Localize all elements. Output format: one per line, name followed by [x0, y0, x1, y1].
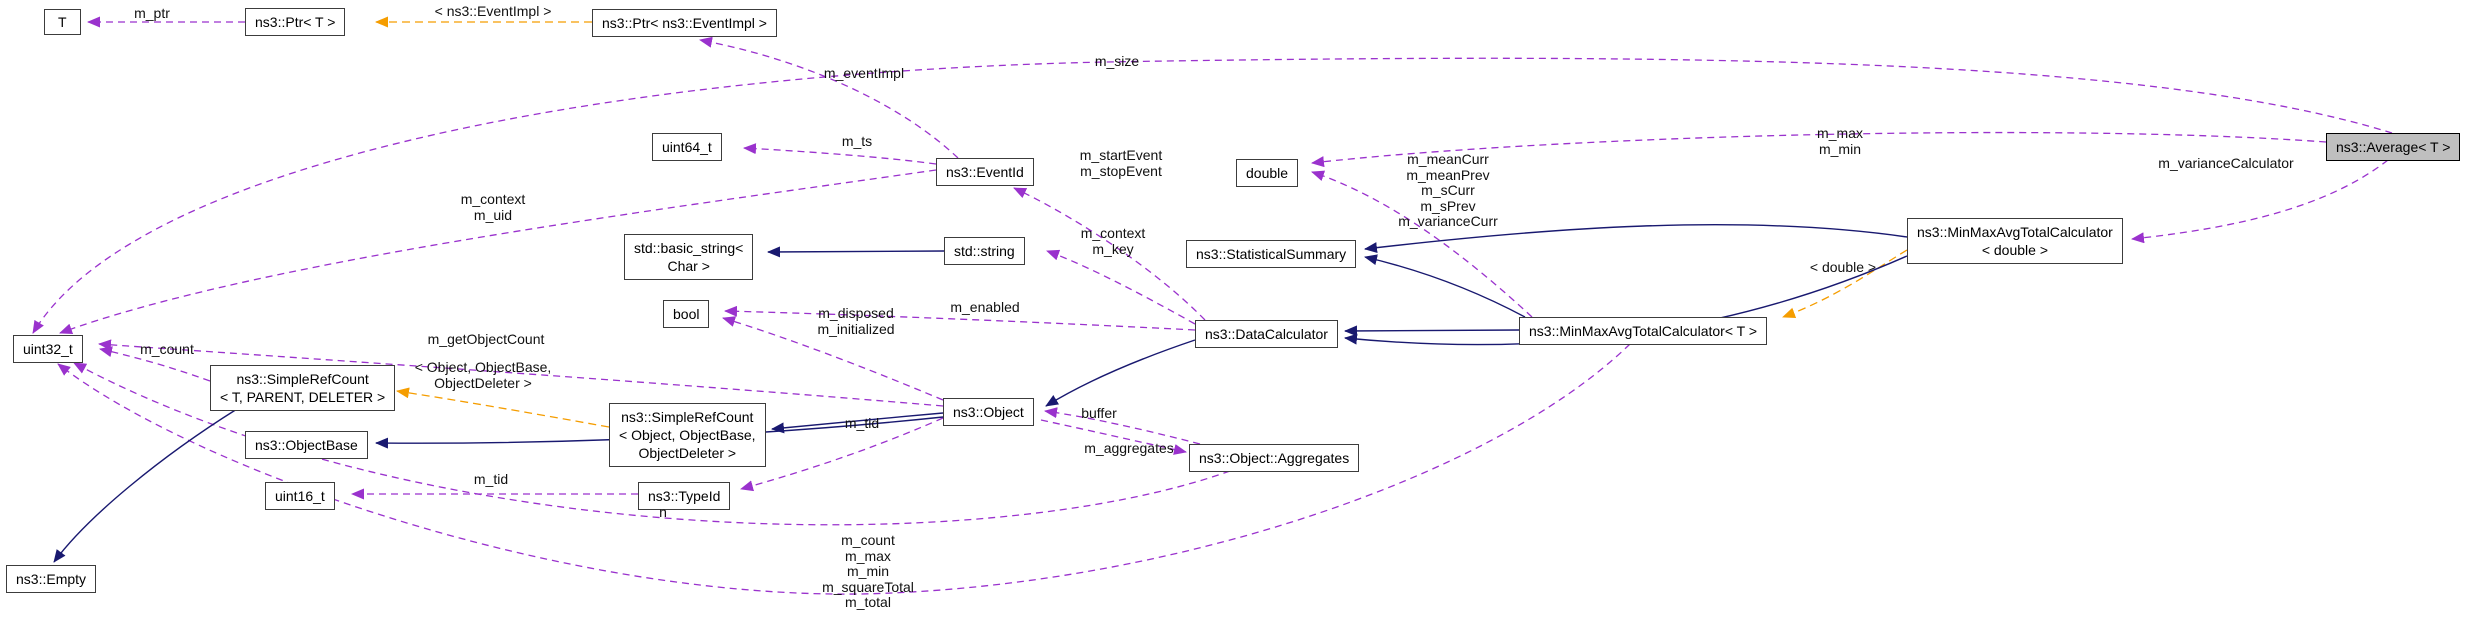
- edge-m-max-min: [1311, 131, 2327, 168]
- node-average: ns3::Average< T >: [2326, 133, 2461, 161]
- edge-label-m-get-object-count: m_getObjectCount: [427, 331, 545, 347]
- node-std-string: std::string: [944, 237, 1025, 265]
- edge-m-tid-object: [740, 417, 944, 492]
- edge-label-m-start-stop: m_startEvent m_stopEvent: [1079, 147, 1163, 179]
- edge-template-object-objectbase-objectdeleter: [396, 387, 610, 428]
- node-double: double: [1236, 159, 1299, 187]
- edge-m-get-object-count: [98, 339, 944, 407]
- edge-m-mean-group: [1311, 170, 1533, 318]
- edge-label-m-disposed-initialized: m_disposed m_initialized: [817, 305, 895, 337]
- node-minmax-double[interactable]: ns3::MinMaxAvgTotalCalculator < double >: [1907, 218, 2123, 264]
- edge-m-variance-calculator: [2131, 159, 2389, 244]
- node-uint16-t: uint16_t: [265, 482, 335, 510]
- node-object-aggregates[interactable]: ns3::Object::Aggregates: [1189, 444, 1360, 472]
- edge-label-m-context-key: m_context m_key: [1080, 225, 1146, 257]
- edge-inherit-object-simplerefcount: [771, 412, 944, 434]
- edge-label-n: n: [659, 504, 667, 520]
- edge-m-eventimpl: [699, 36, 959, 159]
- edge-label-m-enabled: m_enabled: [950, 299, 1020, 315]
- node-typeid[interactable]: ns3::TypeId: [638, 482, 731, 510]
- edge-label-m-count: m_count: [140, 341, 194, 357]
- node-statistical-summary[interactable]: ns3::StatisticalSummary: [1186, 240, 1357, 268]
- edge-label-m-tid-typeid: m_tid: [473, 471, 509, 487]
- edge-label-m-ptr: m_ptr: [134, 5, 170, 21]
- edge-m-count: [99, 346, 211, 382]
- edge-label-m-tid-object: m_tid: [844, 415, 880, 431]
- edge-label-m-mean-group: m_meanCurr m_meanPrev m_sCurr m_sPrev m_…: [1398, 151, 1498, 229]
- edge-m-enabled: [724, 305, 1196, 331]
- edge-label-m-ts: m_ts: [841, 133, 873, 149]
- edge-label-m-variance-calculator: m_varianceCalculator: [2158, 155, 2294, 171]
- node-minmax-t[interactable]: ns3::MinMaxAvgTotalCalculator< T >: [1519, 317, 1768, 345]
- edge-inherit-minmaxdouble-statisticalsummary: [1364, 224, 1908, 254]
- edge-m-size: [32, 57, 2393, 334]
- edge-m-aggregates: [1040, 419, 1187, 455]
- edge-n: [73, 362, 1231, 526]
- node-objectbase[interactable]: ns3::ObjectBase: [245, 431, 368, 459]
- edge-m-ts: [743, 143, 937, 165]
- edge-inherit-minmaxt-statisticalsummary: [1364, 254, 1526, 318]
- node-basic-string: std::basic_string< Char >: [624, 234, 754, 280]
- node-t: T: [44, 9, 81, 35]
- edge-m-disposed-initialized: [722, 316, 944, 401]
- node-uint64-t: uint64_t: [652, 133, 722, 161]
- edge-label-template-eventimpl: < ns3::EventImpl >: [434, 3, 552, 19]
- edge-label-m-aggregates: m_aggregates: [1084, 440, 1174, 456]
- edge-m-context-key: [1046, 249, 1196, 325]
- edge-m-context-uid: [59, 169, 937, 335]
- edge-label-m-context-uid: m_context m_uid: [460, 191, 526, 223]
- node-eventid[interactable]: ns3::EventId: [936, 158, 1034, 186]
- node-empty[interactable]: ns3::Empty: [6, 565, 97, 593]
- node-ptr-eventimpl[interactable]: ns3::Ptr< ns3::EventImpl >: [592, 9, 777, 37]
- edge-label-buffer: buffer: [1081, 405, 1117, 421]
- node-ptr-t[interactable]: ns3::Ptr< T >: [245, 8, 346, 36]
- node-object[interactable]: ns3::Object: [943, 398, 1034, 426]
- edge-label-m-max-min: m_max m_min: [1817, 125, 1863, 157]
- node-data-calculator[interactable]: ns3::DataCalculator: [1195, 320, 1338, 348]
- edge-inherit-string-basic-string: [767, 246, 945, 258]
- node-uint32-t: uint32_t: [13, 335, 83, 363]
- edge-label-m-size: m_size: [1094, 53, 1140, 69]
- edge-inherit-simplerefcount-empty: [53, 408, 238, 563]
- edge-buffer: [1044, 407, 1201, 445]
- edge-m-start-stop: [1013, 187, 1206, 321]
- edge-inherit-minmaxt-datacalculator: [1344, 325, 1520, 337]
- edge-label-template-double: < double >: [1809, 259, 1877, 275]
- node-simplerefcount-ood[interactable]: ns3::SimpleRefCount < Object, ObjectBase…: [609, 403, 766, 467]
- edge-label-template-ood: < Object, ObjectBase, ObjectDeleter >: [414, 359, 552, 391]
- node-bool: bool: [663, 300, 710, 328]
- edge-label-m-eventimpl: m_eventImpl: [823, 65, 905, 81]
- node-simplerefcount-tpd[interactable]: ns3::SimpleRefCount < T, PARENT, DELETER…: [210, 365, 396, 411]
- edge-template-double: [1782, 249, 1908, 319]
- edge-inherit-datacalculator-object: [1045, 339, 1196, 407]
- edge-label-m-count-group: m_count m_max m_min m_squareTotal m_tota…: [822, 532, 914, 610]
